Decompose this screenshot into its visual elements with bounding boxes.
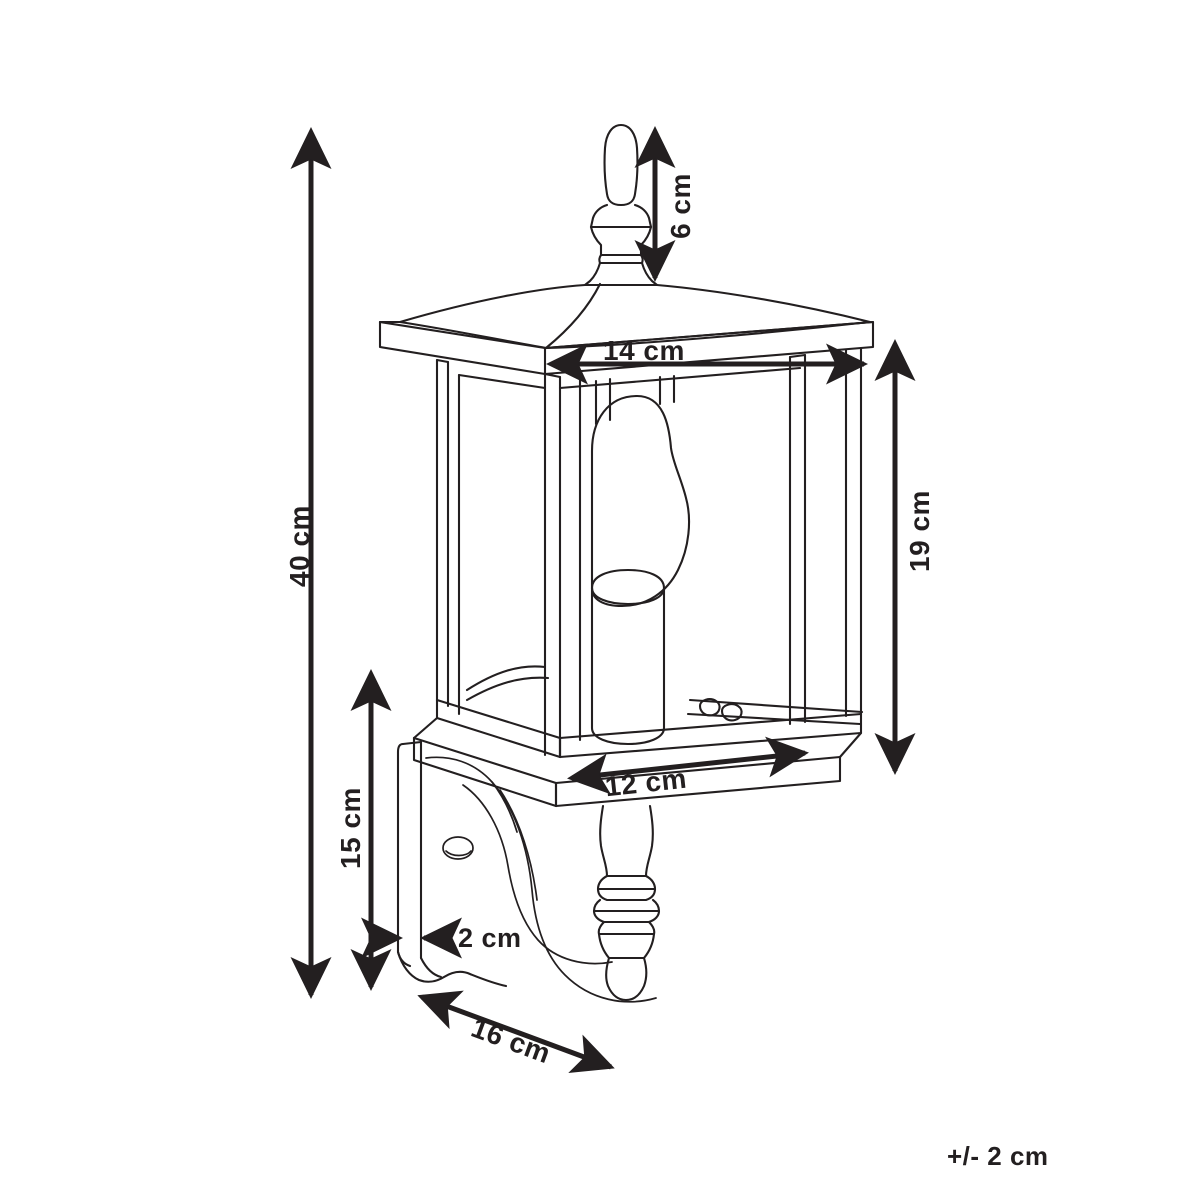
bowl-edge-a <box>491 781 518 833</box>
label-glass-height: 19 cm <box>904 490 935 572</box>
post-rear-left-cap <box>435 358 450 364</box>
finial-base-flare <box>583 261 659 287</box>
roof-rim-left-face <box>378 320 547 376</box>
base-skirt-right-face <box>554 755 842 808</box>
backplate-scallop-bottom <box>396 950 508 988</box>
arrow-base-width <box>567 736 809 795</box>
finial-tip <box>603 123 639 207</box>
bottom-finial-shoulder <box>597 932 656 960</box>
floor-back-curve-a <box>465 665 547 692</box>
label-backplate-height: 15 cm <box>335 787 366 869</box>
bottom-finial-ring-3 <box>597 920 656 936</box>
mounting-screw-slot <box>445 850 472 857</box>
lantern-illustration <box>378 123 875 1003</box>
finial-upper-collar <box>589 203 653 229</box>
bottom-finial-ring-1 <box>596 874 657 902</box>
backplate-face-inner-curve <box>462 784 613 965</box>
floor-far-rail-inner <box>686 712 862 726</box>
roof-rim-right-top <box>543 320 875 350</box>
base-skirt-to-rim-left <box>412 716 439 740</box>
backplate-inner-bottom <box>419 956 443 979</box>
base-rim-left-top <box>435 698 562 740</box>
bulb-glass <box>590 394 691 608</box>
bottom-finial-tip <box>605 956 648 1002</box>
lantern-cage-group <box>435 346 863 759</box>
backplate-top-edge <box>401 740 423 746</box>
cable-grommet-a <box>698 698 721 717</box>
dimension-arrows <box>290 126 916 1074</box>
finial-ring-right <box>639 253 644 265</box>
bulb-socket-top-ellipse <box>590 586 666 606</box>
roof-rim-left-top <box>378 320 547 350</box>
mounting-screw-head <box>442 836 474 860</box>
finial-group <box>583 123 659 287</box>
bulb-socket <box>590 568 666 746</box>
light-bulb-group <box>590 394 691 746</box>
post-rear-right-cap <box>788 353 807 359</box>
floor-back-curve-b <box>465 676 550 702</box>
bottom-finial-neck <box>599 804 654 878</box>
bracket-arm-outer <box>499 789 538 901</box>
roof-ridge-left <box>398 283 587 324</box>
cable-grommet-b <box>720 703 743 722</box>
base-skirt-right-top <box>554 755 842 785</box>
label-roof-width: 14 cm <box>603 335 685 366</box>
arrow-projection-depth <box>417 990 615 1074</box>
tolerance-note: +/- 2 cm <box>947 1141 1049 1171</box>
bottom-finial-group <box>592 804 661 1002</box>
label-finial-height: 6 cm <box>665 173 696 239</box>
base-skirt-left-top <box>412 736 558 785</box>
label-total-height: 40 cm <box>284 505 315 587</box>
roof-hip-front <box>544 282 602 350</box>
backplate-outer-left <box>396 742 412 968</box>
panel-left-top-rail <box>457 373 547 390</box>
bottom-finial-ring-2 <box>592 898 661 924</box>
finial-waist <box>589 225 653 257</box>
roof-ridge-right <box>655 283 872 324</box>
post-front-cap <box>543 372 562 379</box>
finial-ring-left <box>598 253 603 265</box>
label-backplate-thickness: 2 cm <box>458 923 522 953</box>
base-rim-left-face <box>435 698 562 759</box>
base-skirt-to-rim-right <box>838 731 863 759</box>
base-rim-right-top <box>558 712 863 740</box>
